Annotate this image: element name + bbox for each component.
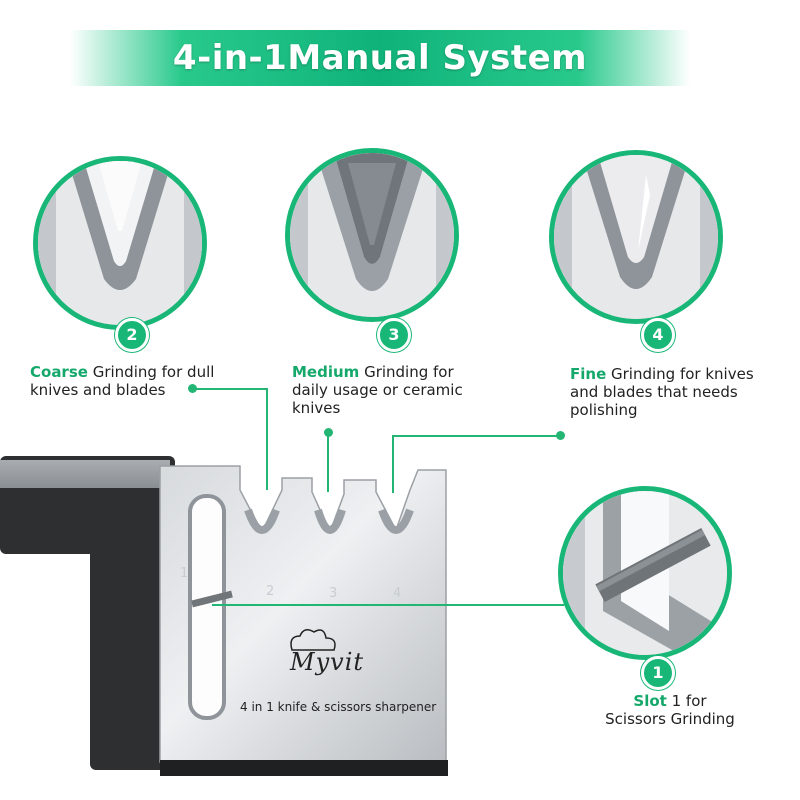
slot-number-3: 3	[329, 586, 338, 601]
coarse-connector-h	[192, 388, 268, 390]
fine-slot-illustration	[554, 155, 718, 319]
badge-2: 2	[115, 318, 149, 352]
fine-connector-h	[392, 435, 558, 437]
coarse-slot-illustration	[38, 161, 202, 325]
coarse-slot-closeup	[33, 156, 207, 330]
medium-text-line1: Grinding for	[359, 363, 454, 381]
fine-text-line3: polishing	[570, 401, 638, 419]
scissors-description: Slot 1 for Scissors Grinding	[600, 692, 740, 728]
coarse-text-line2: knives and blades	[30, 381, 166, 399]
coarse-text-line1: Grinding for dull	[87, 363, 215, 381]
scissors-slot-closeup	[558, 486, 732, 660]
sharpener-illustration	[0, 456, 448, 776]
fine-text-line2: and blades that needs	[570, 383, 738, 401]
medium-slot-closeup	[285, 148, 459, 322]
medium-description: Medium Grinding for daily usage or ceram…	[292, 363, 463, 417]
medium-text-line3: knives	[292, 399, 341, 417]
fine-keyword: Fine	[570, 365, 607, 383]
fine-slot-closeup	[549, 150, 723, 324]
slot-keyword: Slot	[633, 692, 667, 710]
fine-text-line1: Grinding for knives	[606, 365, 754, 383]
coarse-description: Coarse Grinding for dull knives and blad…	[30, 363, 214, 399]
slot-text-line1: 1 for	[666, 692, 707, 710]
medium-text-line2: daily usage or ceramic	[292, 381, 463, 399]
slot-number-1: 1	[180, 566, 189, 581]
title-banner: 4-in-1Manual System	[70, 30, 690, 86]
scissors-slot-illustration	[563, 491, 727, 655]
fine-connector-v	[392, 435, 394, 493]
slot-connector-h	[212, 604, 564, 606]
medium-keyword: Medium	[292, 363, 360, 381]
coarse-keyword: Coarse	[30, 363, 88, 381]
product-caption: 4 in 1 knife & scissors sharpener	[240, 700, 437, 714]
fine-connector-dot	[556, 431, 565, 440]
fine-description: Fine Grinding for knives and blades that…	[570, 365, 754, 419]
slot-number-2: 2	[266, 584, 275, 599]
banner-title: 4-in-1Manual System	[172, 38, 588, 78]
brand-logo: Myvit	[290, 648, 365, 676]
slot-text-line2: Scissors Grinding	[605, 710, 735, 728]
badge-3: 3	[377, 318, 411, 352]
medium-slot-illustration	[290, 153, 454, 317]
medium-connector-v	[327, 432, 329, 492]
badge-4: 4	[641, 318, 675, 352]
coarse-connector-v	[266, 388, 268, 490]
slot-number-4: 4	[393, 586, 402, 601]
badge-1: 1	[641, 656, 675, 690]
